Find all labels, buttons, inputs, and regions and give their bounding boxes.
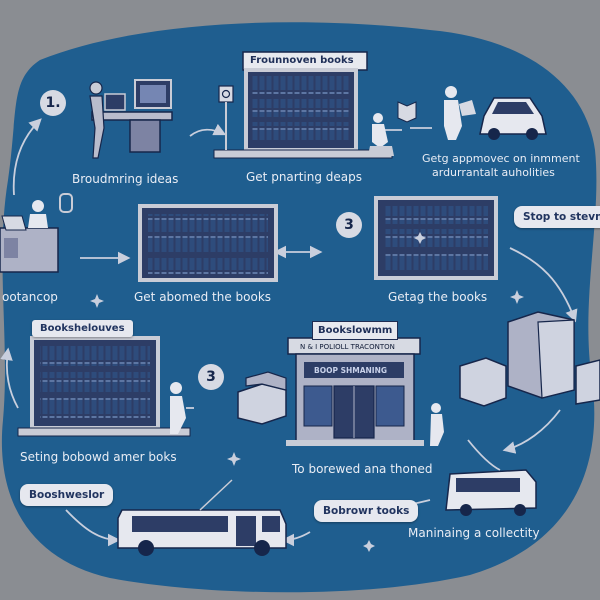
laptop-desk-icon bbox=[0, 193, 73, 273]
bookshelf-icon-3 bbox=[374, 196, 498, 280]
step-8-sign: Bookshelouves bbox=[32, 320, 133, 337]
step-10-store-sign: Bookslowmm bbox=[312, 321, 399, 340]
step-7-pill: Stop to stevn bbox=[514, 206, 600, 228]
person-sitting-icon bbox=[368, 113, 394, 156]
step-4-caption: ootancop bbox=[2, 290, 58, 304]
background-blob bbox=[1, 22, 597, 593]
van-icon bbox=[445, 469, 537, 516]
sparkle-icon bbox=[90, 232, 524, 552]
boxes-icon bbox=[459, 311, 600, 407]
boxes-icon-2 bbox=[237, 371, 287, 425]
step-2-sign: Frounnoven books bbox=[250, 55, 354, 66]
desk-computer-icon bbox=[89, 79, 173, 159]
step-12-pill: Bobrowr tooks bbox=[314, 500, 419, 522]
person-reading-icon bbox=[397, 86, 476, 140]
arrow-6-to-7 bbox=[509, 247, 578, 323]
bookshelf-icon-4 bbox=[17, 336, 191, 437]
arrow-pill-to-bus bbox=[65, 509, 121, 547]
step-10-caption: To borewed ana thoned bbox=[292, 462, 433, 476]
step-3-caption-line1: Getg appmovec on inmment bbox=[422, 152, 580, 165]
step-6-number-badge: 3 bbox=[336, 212, 362, 238]
step-1-caption: Broudmring ideas bbox=[72, 172, 179, 186]
bookshelf-icon bbox=[213, 51, 393, 159]
step-11-pill: Booshweslor bbox=[20, 484, 114, 506]
arrow-to-van bbox=[467, 439, 501, 471]
step-13-caption: Maninaing a collectity bbox=[408, 526, 540, 540]
arrow-right-down bbox=[502, 409, 561, 454]
step-9-number-badge: 3 bbox=[198, 364, 224, 390]
bus-icon bbox=[117, 479, 287, 556]
step-10-window-text: BOOP SHMANING bbox=[314, 366, 388, 375]
step-3-caption-line2: ardurrantalt auholities bbox=[432, 166, 555, 179]
step-8-caption: Seting bobowd amer boks bbox=[20, 450, 177, 464]
storefront-icon bbox=[286, 337, 444, 446]
step-1-number-badge: 1. bbox=[40, 90, 66, 116]
step-10-store-subtitle: N & I POLIOLL TRACONTON bbox=[300, 343, 395, 351]
arrow-1-to-2 bbox=[189, 123, 227, 137]
bookshelf-icon-2 bbox=[138, 204, 278, 282]
arrow-loop-top-left bbox=[12, 118, 42, 196]
step-6-caption: Getag the books bbox=[388, 290, 488, 304]
step-5-caption: Get abomed the books bbox=[134, 290, 272, 304]
parking-sign-icon bbox=[218, 85, 234, 150]
step-2-caption: Get pnarting deaps bbox=[246, 170, 363, 184]
car-icon bbox=[479, 97, 547, 140]
arrow-left-loop bbox=[0, 347, 19, 409]
